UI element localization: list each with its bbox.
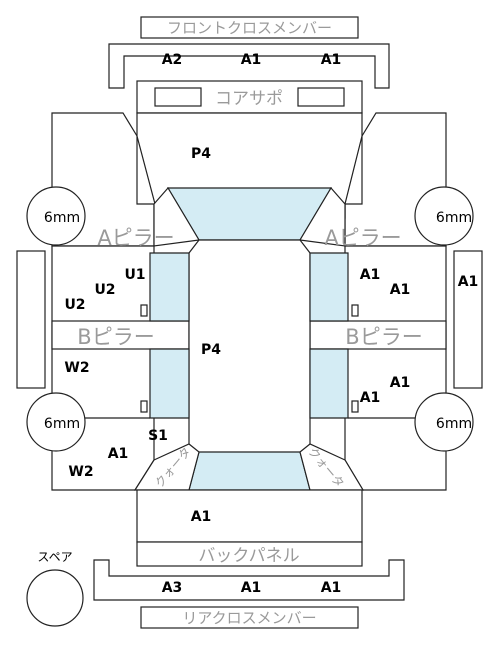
tire-rear-right: [414, 392, 474, 452]
left-door-handle-front: [140, 304, 148, 317]
rear-cross-grade-3: A1: [321, 580, 342, 596]
left-step-grade: S1: [148, 428, 168, 444]
rear-cross-member-box: [140, 606, 359, 629]
hood-grade: P4: [191, 146, 211, 162]
right-window-rear: [309, 348, 349, 419]
headlight-left: [154, 87, 202, 107]
right-door-handle-front: [351, 304, 359, 317]
tire-front-right: [414, 186, 474, 246]
rear-cross-member-bracket: [93, 559, 405, 601]
a-pillar-left-label: Aピラー: [97, 226, 174, 250]
rear-cross-grade-2: A1: [241, 580, 262, 596]
c-pillar-right: [299, 443, 365, 491]
tire-front-left: [26, 186, 86, 246]
front-cross-grade-2: A1: [241, 52, 262, 68]
headlight-right: [297, 87, 345, 107]
trunk-grade: A1: [191, 509, 212, 525]
right-rear-door-grade-2: A1: [360, 390, 381, 406]
right-window-front: [309, 252, 349, 322]
rear-glass: [188, 451, 311, 491]
left-quarter-grade-2: W2: [68, 464, 93, 480]
tire-rear-left: [26, 392, 86, 452]
left-rear-door-grade: W2: [64, 360, 89, 376]
right-step-grade: A1: [458, 274, 479, 290]
left-front-door-grade-3: U2: [64, 297, 85, 313]
left-door-handle-rear: [140, 400, 148, 413]
left-step: [16, 250, 46, 389]
roof-grade: P4: [201, 342, 221, 358]
tire-front-right-depth: 6mm: [436, 210, 472, 226]
right-step: [453, 250, 483, 389]
b-pillar-right-label: Bピラー: [345, 325, 422, 349]
back-panel: [136, 541, 363, 567]
right-front-door-grade-1: A1: [360, 267, 381, 283]
c-pillar-left: [133, 443, 200, 491]
right-rear-door-grade-1: A1: [390, 375, 411, 391]
spare-label: スペア: [37, 550, 72, 564]
tire-rear-right-depth: 6mm: [436, 416, 472, 432]
right-b-pillar: [309, 320, 447, 350]
core-support-label: コアサポ: [215, 89, 283, 109]
rear-cross-member-label: リアクロスメンバー: [182, 609, 316, 627]
left-window-front: [149, 252, 190, 322]
front-cross-member-box: [140, 16, 359, 39]
front-cross-member-label: フロントクロスメンバー: [167, 19, 332, 37]
left-front-door-grade-2: U2: [94, 282, 115, 298]
left-front-door-grade-1: U1: [124, 267, 145, 283]
b-pillar-left-label: Bピラー: [77, 325, 154, 349]
right-front-door-grade-2: A1: [390, 282, 411, 298]
tire-front-left-depth: 6mm: [44, 210, 80, 226]
right-door-handle-rear: [351, 400, 359, 413]
spare-tire: [26, 569, 84, 627]
front-cross-member-bracket: [108, 43, 390, 89]
rear-cross-grade-1: A3: [162, 580, 183, 596]
tire-rear-left-depth: 6mm: [44, 416, 80, 432]
a-pillar-right-label: Aピラー: [324, 226, 401, 250]
front-cross-grade-1: A2: [162, 52, 183, 68]
left-quarter-grade-1: A1: [108, 446, 129, 462]
front-cross-grade-3: A1: [321, 52, 342, 68]
trunk: [136, 489, 363, 543]
left-window-rear: [149, 348, 190, 419]
back-panel-label: バックパネル: [198, 546, 299, 566]
